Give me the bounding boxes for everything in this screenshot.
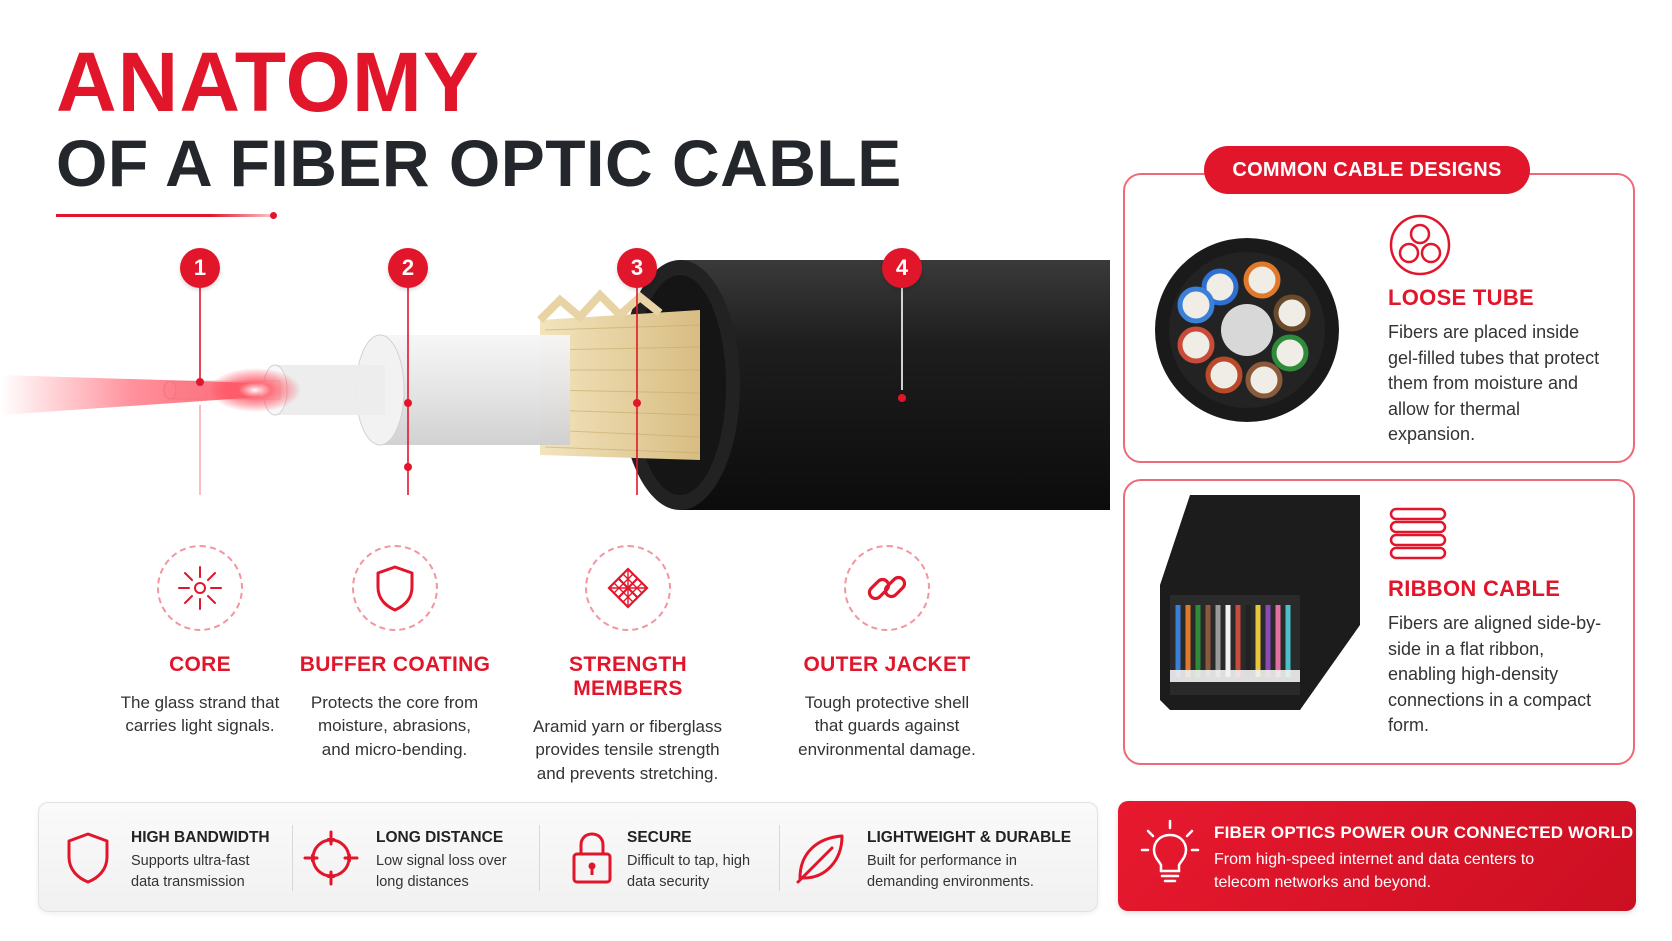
benefit-desc-long-distance: Low signal loss over long distances	[376, 853, 507, 891]
benefit-title-high-bandwidth: HIGH BANDWIDTH	[131, 829, 270, 846]
part-outer-jacket: OUTER JACKET Tough protective shell that…	[772, 545, 1002, 761]
benefit-high-bandwidth: HIGH BANDWIDTH Supports ultra-fast data …	[39, 803, 289, 913]
target-arrows-icon	[302, 829, 360, 887]
three-tubes-icon	[1389, 214, 1451, 276]
design-desc-loose-tube: Fibers are placed inside gel-filled tube…	[1388, 322, 1600, 445]
designs-header: COMMON CABLE DESIGNS	[1204, 146, 1530, 194]
part-desc-core: The glass strand that carries light sign…	[120, 693, 280, 736]
title-underline	[56, 214, 276, 217]
benefit-desc-secure: Difficult to tap, high data security	[627, 853, 751, 891]
benefit-title-long-distance: LONG DISTANCE	[376, 829, 504, 846]
part-name-outer-jacket: OUTER JACKET	[803, 653, 971, 676]
benefits-bar: HIGH BANDWIDTH Supports ultra-fast data …	[38, 802, 1098, 912]
part-desc-outer-jacket: Tough protective shell that guards again…	[798, 693, 976, 759]
shield-icon	[352, 545, 438, 631]
part-number-badge-3: 3	[617, 248, 657, 288]
connected-world-banner: FIBER OPTICS POWER OUR CONNECTED WORLD F…	[1118, 801, 1636, 911]
benefit-desc-high-bandwidth: Supports ultra-fast data transmission	[131, 853, 250, 891]
part-name-strength-members: STRENGTH MEMBERS	[569, 653, 687, 700]
part-buffer-coating: BUFFER COATING Protects the core from mo…	[280, 545, 510, 761]
part-core: CORE The glass strand that carries light…	[85, 545, 315, 738]
light-burst-icon	[157, 545, 243, 631]
banner-description: From high-speed internet and data center…	[1214, 851, 1535, 892]
part-name-buffer-coating: BUFFER COATING	[299, 653, 491, 676]
mesh-icon	[585, 545, 671, 631]
benefit-divider	[779, 825, 780, 891]
design-name-ribbon-cable: RIBBON CABLE	[1388, 576, 1561, 601]
title-underline-dot	[270, 212, 277, 219]
page-subtitle: OF A FIBER OPTIC CABLE	[56, 126, 902, 200]
design-name-loose-tube: LOOSE TUBE	[1388, 285, 1535, 310]
benefit-secure: SECURE Difficult to tap, high data secur…	[541, 803, 781, 913]
design-desc-ribbon-cable: Fibers are aligned side-by-side in a fla…	[1388, 613, 1602, 736]
part-name-core: CORE	[169, 653, 231, 676]
part-number-badge-2: 2	[388, 248, 428, 288]
loose-tube-cross-section	[1155, 238, 1339, 422]
chain-link-icon	[844, 545, 930, 631]
part-desc-strength-members: Aramid yarn or fiberglass provides tensi…	[533, 717, 722, 783]
banner-title: FIBER OPTICS POWER OUR CONNECTED WORLD	[1214, 823, 1634, 842]
benefit-desc-lightweight-durable: Built for performance in demanding envir…	[867, 853, 1034, 891]
part-strength-members: STRENGTH MEMBERS Aramid yarn or fibergla…	[513, 545, 743, 785]
leaf-icon	[791, 829, 849, 887]
page-title-anatomy: ANATOMY	[56, 35, 480, 129]
benefit-title-secure: SECURE	[627, 829, 692, 846]
benefit-lightweight-durable: LIGHTWEIGHT & DURABLE Built for performa…	[781, 803, 1097, 913]
benefit-divider	[292, 825, 293, 891]
benefit-divider	[539, 825, 540, 891]
part-number-badge-1: 1	[180, 248, 220, 288]
cable-illustration	[0, 260, 1110, 510]
stacked-ribbons-icon	[1389, 507, 1447, 560]
benefit-long-distance: LONG DISTANCE Low signal loss over long …	[294, 803, 539, 913]
ribbon-cable-illustration	[1160, 495, 1360, 710]
part-number-badge-4: 4	[882, 248, 922, 288]
padlock-icon	[563, 829, 621, 887]
part-desc-buffer-coating: Protects the core from moisture, abrasio…	[310, 693, 479, 759]
lightbulb-icon	[1140, 819, 1200, 883]
shield-icon	[59, 829, 117, 887]
benefit-title-lightweight-durable: LIGHTWEIGHT & DURABLE	[867, 829, 1072, 846]
